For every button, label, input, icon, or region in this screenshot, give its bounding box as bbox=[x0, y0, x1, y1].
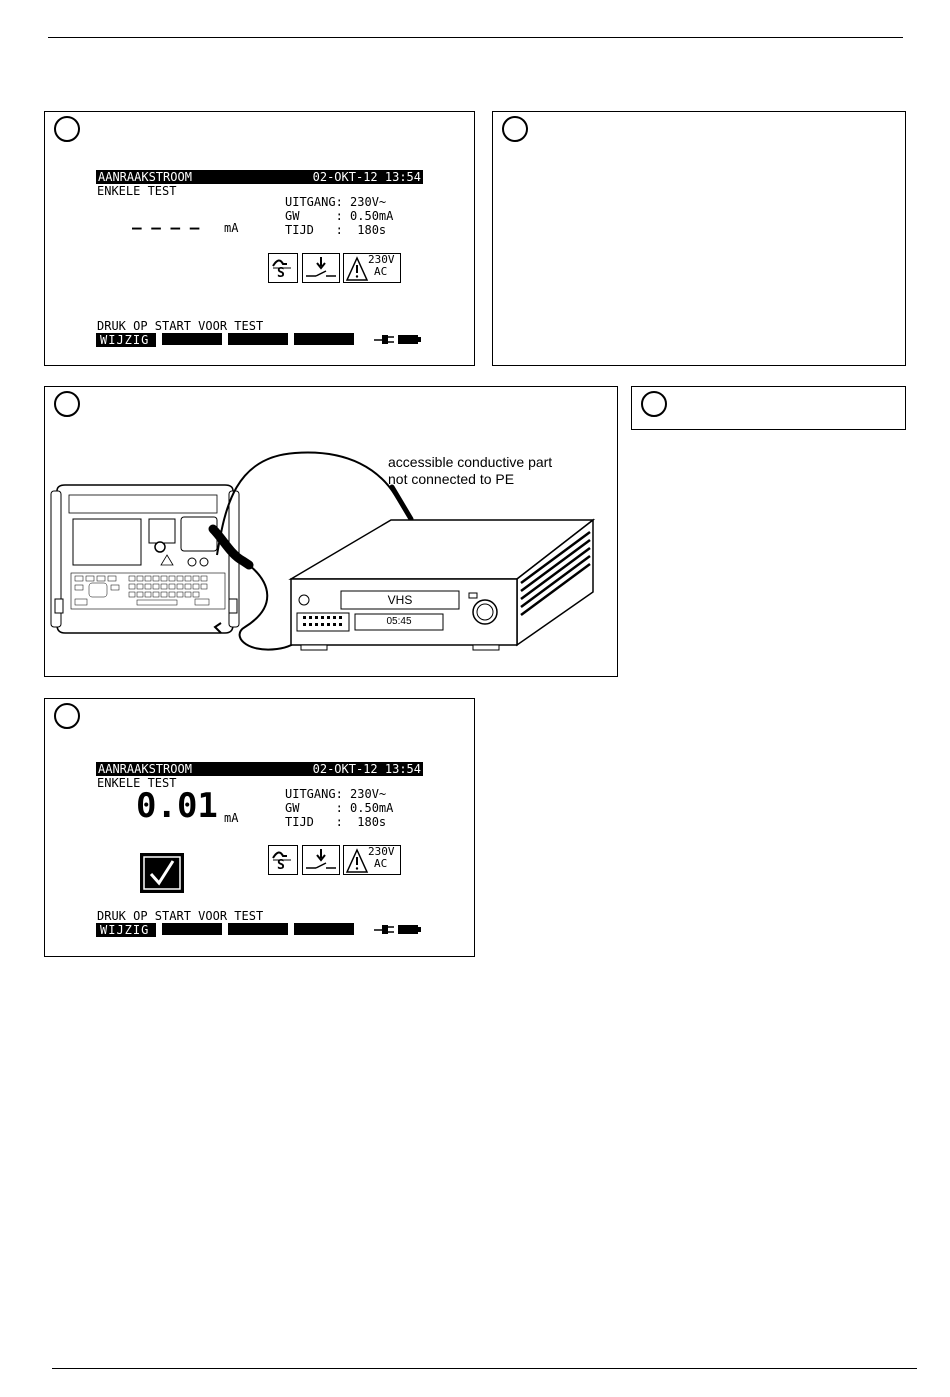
softkey-wijzig-label: WIJZIG bbox=[100, 333, 150, 347]
lcd-softkey-bar: WIJZIG bbox=[96, 923, 426, 937]
step-panel-3: accessible conductive part not connected… bbox=[44, 386, 618, 677]
lcd-limit-line: GW : 0.50mA bbox=[285, 801, 394, 815]
softkey-wijzig[interactable]: WIJZIG bbox=[96, 333, 156, 347]
mains-plug-icon bbox=[374, 335, 394, 344]
softkey-4[interactable] bbox=[294, 923, 354, 935]
battery-icon bbox=[398, 925, 421, 934]
lcd-reading-value: — — — — bbox=[132, 218, 200, 237]
lcd-header-bar: AANRAAKSTROOM 02-OKT-12 13:54 bbox=[96, 170, 423, 184]
wave-s-icon: S bbox=[268, 253, 298, 283]
softkey-wijzig[interactable]: WIJZIG bbox=[96, 923, 156, 937]
softkey-3[interactable] bbox=[228, 923, 288, 935]
device-under-test-vcr bbox=[288, 518, 596, 651]
softkey-2[interactable] bbox=[162, 333, 222, 345]
lcd-prompt: DRUK OP START VOOR TEST bbox=[97, 319, 264, 333]
warning-voltage-label: 230V bbox=[368, 845, 395, 858]
lcd-time-line: TIJD : 180s bbox=[285, 815, 387, 829]
lcd-reading-value: 0.01 bbox=[136, 786, 218, 826]
test-probe bbox=[389, 484, 414, 522]
softkey-4[interactable] bbox=[294, 333, 354, 345]
mains-plug-icon bbox=[374, 925, 394, 934]
warning-voltage-icon: 230V AC bbox=[343, 845, 401, 875]
battery-icon bbox=[398, 335, 421, 344]
tester-instrument bbox=[50, 484, 240, 634]
step-number-circle bbox=[502, 116, 528, 142]
connection-diagram bbox=[50, 451, 596, 651]
wave-s-label: S bbox=[277, 266, 285, 281]
lcd-screen: AANRAAKSTROOM 02-OKT-12 13:54 ENKELE TES… bbox=[96, 169, 426, 349]
step-number-circle bbox=[54, 116, 80, 142]
step-number-circle bbox=[641, 391, 667, 417]
lcd-header-bar: AANRAAKSTROOM 02-OKT-12 13:54 bbox=[96, 762, 423, 776]
lcd-mode: ENKELE TEST bbox=[97, 776, 177, 790]
lcd-reading-unit: mA bbox=[224, 221, 239, 235]
vcr-clock: 05:45 bbox=[386, 616, 412, 627]
step-panel-5: AANRAAKSTROOM 02-OKT-12 13:54 ENKELE TES… bbox=[44, 698, 475, 957]
lcd-limit-line: GW : 0.50mA bbox=[285, 209, 394, 223]
step-panel-1: AANRAAKSTROOM 02-OKT-12 13:54 ENKELE TES… bbox=[44, 111, 475, 366]
probe-lead bbox=[216, 451, 406, 556]
lcd-screen: AANRAAKSTROOM 02-OKT-12 13:54 ENKELE TES… bbox=[96, 761, 426, 941]
warning-ac-label: AC bbox=[374, 265, 388, 278]
mains-plug-cable bbox=[208, 524, 254, 570]
lcd-softkey-bar: WIJZIG bbox=[96, 333, 426, 347]
switch-icon bbox=[302, 253, 340, 283]
step-panel-2 bbox=[492, 111, 906, 366]
warning-voltage-label: 230V bbox=[368, 253, 395, 266]
diagram-caption-line2: not connected to PE bbox=[388, 471, 515, 487]
lcd-reading-unit: mA bbox=[224, 811, 239, 825]
vcr-label: VHS bbox=[387, 593, 413, 607]
step-panel-4 bbox=[631, 386, 906, 430]
switch-icon bbox=[302, 845, 340, 875]
lcd-mode: ENKELE TEST bbox=[97, 184, 177, 198]
lcd-output-line: UITGANG: 230V~ bbox=[285, 195, 387, 209]
warning-ac-label: AC bbox=[374, 857, 388, 870]
softkey-2[interactable] bbox=[162, 923, 222, 935]
softkey-wijzig-label: WIJZIG bbox=[100, 923, 150, 937]
wave-s-label: S bbox=[277, 858, 285, 873]
lcd-prompt: DRUK OP START VOOR TEST bbox=[97, 909, 264, 923]
softkey-3[interactable] bbox=[228, 333, 288, 345]
lcd-header-title: AANRAAKSTROOM bbox=[98, 170, 192, 184]
lcd-time-line: TIJD : 180s bbox=[285, 223, 387, 237]
lcd-output-line: UITGANG: 230V~ bbox=[285, 787, 387, 801]
step-number-circle bbox=[54, 391, 80, 417]
lcd-header-datetime: 02-OKT-12 13:54 bbox=[312, 762, 421, 776]
bottom-rule bbox=[52, 1368, 917, 1369]
diagram-caption-line1: accessible conductive part bbox=[388, 454, 553, 470]
warning-voltage-icon: 230V AC bbox=[343, 253, 401, 283]
step-number-circle bbox=[54, 703, 80, 729]
lcd-header-datetime: 02-OKT-12 13:54 bbox=[312, 170, 421, 184]
lcd-header-title: AANRAAKSTROOM bbox=[98, 762, 192, 776]
wave-s-icon: S bbox=[268, 845, 298, 875]
pass-check-icon bbox=[140, 853, 184, 893]
top-rule bbox=[48, 37, 903, 38]
